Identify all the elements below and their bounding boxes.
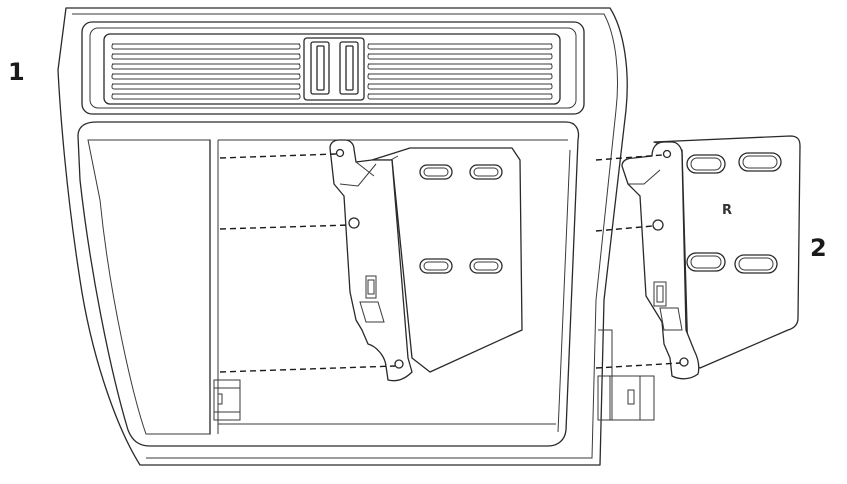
mounting-slot-inner [690,157,722,171]
mounting-slot [734,254,778,274]
vent-louver-slat [367,53,553,60]
guide-line-top-left [219,153,337,159]
mounting-slot-inner [473,167,499,177]
mounting-slot [419,258,453,274]
guide-line-bottom-right [595,362,681,369]
vent-louver-slat [111,53,301,60]
vent-center-control [303,37,365,101]
dash-tab [597,329,655,421]
mounting-slot-inner [738,257,774,271]
step-label-2: 2 [810,234,827,262]
alignment-guides [219,153,681,373]
vent-louver-slat [111,63,301,70]
vent-louver-slat [367,43,553,50]
vent-louver-slat [367,73,553,80]
vent-louver-slat [111,83,301,90]
guide-line-top-right [595,154,663,161]
mounting-slot [469,164,503,180]
mounting-slot-inner [423,167,449,177]
mounting-slot [686,154,726,174]
vent-louver-slat [367,63,553,70]
vent-louver-slat [111,73,301,80]
guide-line-middle-left [219,224,351,230]
right-mounting-plate: R [621,135,801,380]
left-mounting-bracket [329,139,523,382]
mounting-slot-inner [423,261,449,271]
mounting-slot-inner [473,261,499,271]
mounting-slot [686,252,726,272]
guide-line-bottom-left [219,365,396,373]
vent-louver-slat [111,43,301,50]
side-mark-r: R [722,203,732,218]
step-label-1: 1 [8,58,25,86]
mounting-slot [469,258,503,274]
vent-louver-slat [367,83,553,90]
mounting-slot [419,164,453,180]
radio-opening [77,121,580,447]
mounting-slot-inner [742,155,778,169]
mounting-slot [738,152,782,172]
dash-bezel [57,7,628,466]
mounting-slot-inner [690,255,722,269]
vent-louver-slat [367,93,553,100]
air-vent [81,21,585,115]
vent-louver-slat [111,93,301,100]
